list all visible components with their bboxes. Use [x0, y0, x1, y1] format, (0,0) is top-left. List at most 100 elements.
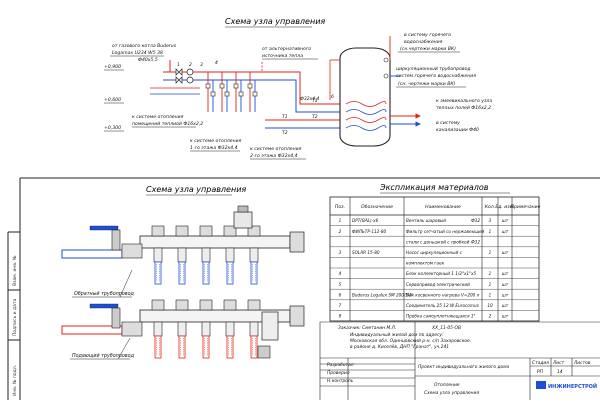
hot-water-ref: (сн.чертежи марки ВК) [400, 46, 456, 52]
pipe-t1-label: T1 [312, 98, 318, 104]
fitting-icon [121, 321, 143, 337]
stamp-project-code: ХХ_11-05-ОВ [431, 325, 461, 331]
boiler-label: от газового котла Buderus [112, 43, 177, 49]
table-cell-unit: шт [502, 271, 509, 276]
table-header-cell: Кол. [485, 204, 495, 210]
outlet-fitting-icon [201, 247, 211, 263]
table-cell-code: SOLAR 15-80 [352, 250, 380, 255]
pos-number: 1 [177, 62, 180, 68]
end-cap-icon [289, 305, 305, 327]
outlet-fitting-icon [153, 247, 163, 263]
table-cell-qty: 1 [489, 229, 492, 234]
table-cell-name: Вентиль шаровый [406, 218, 446, 223]
stamp-stage-header: Стадия [532, 360, 549, 366]
pipe-32-label: Ф32х4,4 [300, 96, 320, 102]
pipe-t2-label: T2 [282, 130, 288, 136]
outlet-fitting-icon [177, 321, 187, 337]
table-cell-qty: 1 [489, 292, 492, 297]
table-cell-pos: 4 [339, 271, 342, 276]
pos-number: 6 [331, 94, 334, 100]
table-header-cell: Ед. изм. [495, 204, 514, 210]
title-stamp: ХХ_11-05-ОВ Индивидуальный жилой дом по … [319, 321, 600, 400]
pipe-t2-label: T2 [312, 114, 318, 120]
heating-1-label: к системе отопления [190, 139, 242, 144]
table-cell-pos: 7 [339, 303, 342, 308]
pos-number: 3 [200, 62, 203, 68]
port-cap-icon [247, 225, 261, 237]
table-header-cell: Наименование [425, 204, 461, 210]
bypass-icon [261, 311, 279, 341]
outlet-fitting-icon [225, 321, 235, 337]
stamp-sheet-header: Лист [552, 360, 565, 366]
circulation-label: циркуляционный трубопровод [396, 66, 471, 72]
sheet-frame [7, 177, 600, 400]
table-cell-unit: шт [502, 229, 509, 234]
valve-icon [233, 83, 239, 89]
heating-floor-label: помещений теплиой Ф16х2,2 [132, 121, 203, 127]
circulation-label: систем горячего водоснабжения [396, 73, 476, 79]
stamp-role: Н.контроль [327, 378, 354, 384]
table-cell-pos: 6 [339, 292, 342, 297]
sewer-label: в систему [436, 121, 460, 126]
fitting-icon [121, 243, 143, 259]
valve-icon [210, 91, 216, 97]
heating-2-label: к системе отопления [250, 147, 302, 152]
port-cap-icon [247, 299, 261, 311]
side-stamp-text: Подпись и дата [12, 298, 18, 336]
return-inlet-pipe [61, 249, 123, 259]
table-cell-unit: шт [502, 250, 509, 255]
return-pipe-label: Обратный трубопровод [74, 291, 135, 297]
pos-number: 2 [189, 62, 192, 68]
stamp-sheet-number: 14 [557, 369, 563, 375]
manifold-drops [205, 72, 258, 112]
port-cap-icon [175, 299, 189, 311]
table-cell-unit: шт [502, 218, 509, 223]
supply-outlet-pipe [154, 335, 162, 359]
valve-icon [247, 83, 253, 89]
table-cell-name: Фильтр сетчатый со нержавеющей [406, 229, 485, 234]
table-cell-code: Buderus Logalux SM 200/5W [352, 292, 413, 297]
side-stamp: Взам. инв. № Подпись и дата Инв. № подл. [12, 255, 18, 396]
return-outlet-pipe [178, 261, 186, 285]
level-top: +0,900 [104, 64, 121, 70]
port-cap-icon [199, 299, 213, 311]
stamp-role: Разработал [327, 362, 354, 368]
table-header-cell: Поз. [335, 204, 345, 210]
table-cell-qty: 2 [489, 314, 492, 319]
circulation-ref: (сн. чертежи марки ВК) [398, 81, 456, 87]
level-bot: +0,300 [104, 125, 121, 131]
valve-body-icon [111, 307, 121, 329]
coil-label: к змеевикального узла [436, 99, 492, 104]
valve-handle-icon [89, 303, 119, 309]
outlet-fitting-icon [249, 247, 259, 263]
table-cell-qty: 1 [489, 282, 492, 287]
explication-title: Экспликация материалов [379, 183, 489, 192]
port-cap-icon [151, 225, 165, 237]
outlet-fitting-icon [177, 247, 187, 263]
supply-outlet-pipe [226, 335, 234, 359]
valve-icon [224, 91, 230, 97]
manifold-body [61, 205, 305, 359]
servo-cap-icon [237, 205, 249, 213]
servo-actuator-icon [233, 211, 253, 229]
table-cell-pos: 8 [339, 314, 342, 319]
port-cap-icon [151, 299, 165, 311]
stamp-sheets-header: Листов [573, 360, 591, 366]
table-cell-pos: 3 [339, 250, 342, 255]
table-cell-code: ФИЛЬТР-112-80 [352, 229, 387, 234]
table-cell-name: Бак косвенного нагрева V=200 л [406, 292, 480, 297]
return-outlet-pipe [154, 261, 162, 285]
table-header-cell: Примечание [511, 204, 541, 210]
table-cell-unit: шт [502, 314, 509, 319]
stamp-project-title: Проект индивидуального жилого дома [418, 364, 510, 370]
supply-outlet-pipe [250, 335, 258, 359]
return-outlet-pipe [202, 261, 210, 285]
port-cap-icon [175, 225, 189, 237]
port-cap-icon [223, 225, 237, 237]
port-cap-icon [199, 225, 213, 237]
hot-water-label: водоснабжения [404, 39, 443, 45]
table-cell-pos: 5 [339, 282, 342, 287]
